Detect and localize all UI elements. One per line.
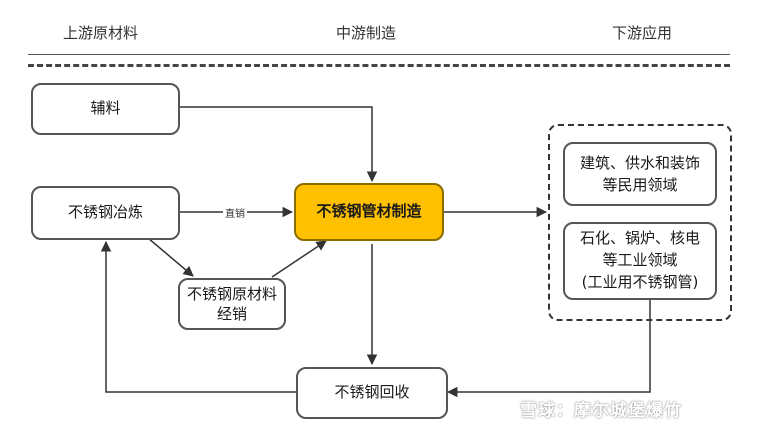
arrow-downstream-to-recycling [446,300,651,398]
stage-midstream-label: 中游制造 [336,24,397,42]
node-industrial-applications: 石化、锅炉、核电 等工业领域 (工业用不锈钢管) [563,222,717,300]
arrow-distribution-to-manufacturing [271,240,327,278]
node-manufacturing: 不锈钢管材制造 [294,183,444,241]
header-divider-solid [28,54,730,55]
downstream-group [548,124,732,321]
watermark: 雪球：摩尔城堡爆竹 [520,401,682,421]
arrow-recycling-to-smelting [100,240,296,393]
node-recycling: 不锈钢回收 [296,367,448,419]
node-distribution: 不锈钢原材料 经销 [178,278,286,330]
stage-upstream-label: 上游原材料 [63,24,139,42]
arrow-smelting-to-distribution [147,237,194,277]
node-auxiliary: 辅料 [31,83,180,135]
edge-label-direct-sale: 直销 [223,205,247,220]
stage-downstream-label: 下游应用 [612,24,673,42]
arrow-auxiliary-to-manufacturing [180,106,378,183]
node-smelting: 不锈钢冶炼 [31,186,180,240]
header-divider-dashed [28,64,730,67]
node-civil-applications: 建筑、供水和装饰 等民用领域 [563,142,717,206]
